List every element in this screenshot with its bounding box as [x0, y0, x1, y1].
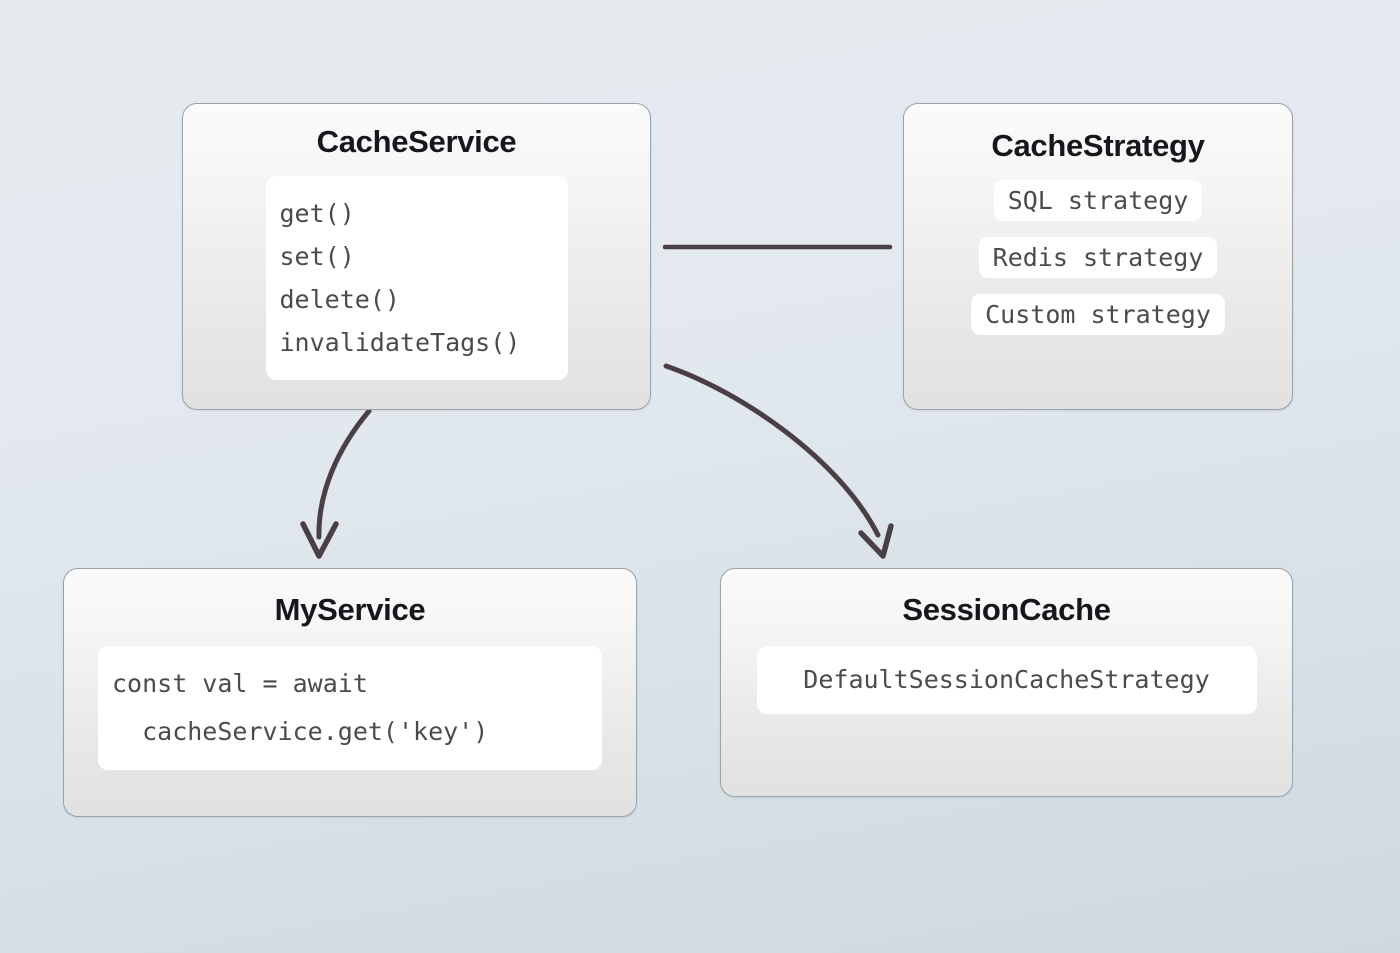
strategy-pill-sql[interactable]: SQL strategy	[993, 180, 1203, 221]
strategy-row-redis: Redis strategy	[904, 237, 1292, 294]
method-get: get()	[279, 199, 355, 228]
method-invalidate-tags: invalidateTags()	[279, 328, 521, 357]
node-session-cache[interactable]: SessionCache DefaultSessionCacheStrategy	[720, 568, 1293, 797]
code-line-1: const val = await	[112, 669, 368, 698]
strategy-row-sql: SQL strategy	[904, 180, 1292, 237]
edge-cache-service-to-my-service	[316, 408, 372, 540]
node-my-service-title: MyService	[274, 592, 426, 627]
method-delete: delete()	[279, 285, 400, 314]
node-my-service[interactable]: MyService const val = await cacheService…	[63, 568, 637, 817]
my-service-code-block: const val = await cacheService.get('key'…	[98, 646, 602, 770]
arrowhead-my-service	[300, 521, 339, 559]
session-cache-code-block: DefaultSessionCacheStrategy	[756, 646, 1257, 714]
code-line-default-session-cache-strategy: DefaultSessionCacheStrategy	[803, 665, 1210, 694]
strategy-pill-redis[interactable]: Redis strategy	[978, 237, 1218, 278]
node-cache-strategy-title: CacheStrategy	[991, 128, 1205, 163]
edge-cache-service-to-session-cache	[663, 363, 881, 538]
strategy-row-custom: Custom strategy	[904, 294, 1292, 351]
node-cache-service[interactable]: CacheService get() set() delete() invali…	[182, 103, 651, 410]
strategy-pill-custom[interactable]: Custom strategy	[971, 294, 1225, 335]
node-session-cache-title: SessionCache	[902, 592, 1111, 627]
cache-strategy-list: SQL strategy Redis strategy Custom strat…	[904, 180, 1292, 351]
cache-service-method-list: get() set() delete() invalidateTags()	[265, 176, 568, 380]
node-cache-strategy[interactable]: CacheStrategy SQL strategy Redis strateg…	[903, 103, 1293, 410]
arrowhead-session-cache	[858, 523, 894, 559]
node-cache-service-title: CacheService	[316, 124, 517, 159]
method-set: set()	[279, 242, 355, 271]
code-line-2: cacheService.get('key')	[112, 717, 489, 746]
